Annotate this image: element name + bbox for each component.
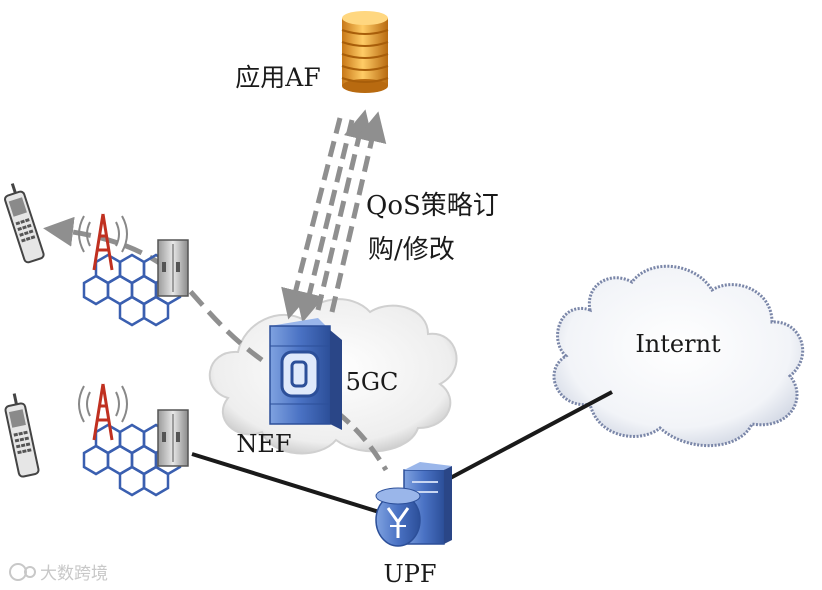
arrow-af-to-nef-2 — [294, 119, 355, 323]
watermark: 大数跨境 — [9, 563, 108, 584]
access-site-1 — [4, 183, 189, 327]
access-site-2 — [4, 383, 189, 497]
af-database: 应用AF — [235, 11, 389, 93]
internet-cloud: Internt — [552, 264, 805, 448]
qos-label-line1: QoS策略订 — [366, 191, 499, 221]
nef-server-icon — [269, 318, 342, 430]
watermark-text: 大数跨境 — [40, 564, 108, 584]
cell-grid — [82, 423, 182, 497]
af-label: 应用AF — [235, 63, 320, 92]
watermark-logo-icon — [9, 563, 36, 581]
upf-router: UPF — [375, 462, 452, 588]
mobile-phone-icon — [4, 393, 40, 478]
arrow-nef-to-af-1 — [315, 109, 374, 311]
link-upf-internet — [423, 390, 613, 494]
cell-tower-icon — [78, 213, 128, 271]
link-bts2-upf — [191, 452, 393, 518]
nef-label: NEF — [236, 430, 291, 458]
arrow-nef-to-af-2 — [329, 111, 387, 313]
database-server-icon — [341, 11, 389, 93]
mobile-phone-icon — [4, 183, 45, 264]
cell-tower-icon — [78, 383, 128, 441]
qos-arrows — [281, 109, 387, 323]
base-station-cabinet-icon — [157, 409, 189, 467]
nef-server: NEF — [236, 318, 342, 458]
upf-router-icon — [375, 462, 452, 547]
core-label: 5GC — [346, 368, 399, 396]
arrow-af-to-nef-1 — [281, 117, 343, 320]
base-station-cabinet-icon — [157, 239, 189, 297]
cloud-icon — [552, 264, 805, 448]
links — [191, 390, 613, 518]
upf-label: UPF — [383, 560, 436, 588]
internet-label: Internt — [635, 330, 721, 358]
qos-label-line2: 购/修改 — [368, 235, 455, 265]
